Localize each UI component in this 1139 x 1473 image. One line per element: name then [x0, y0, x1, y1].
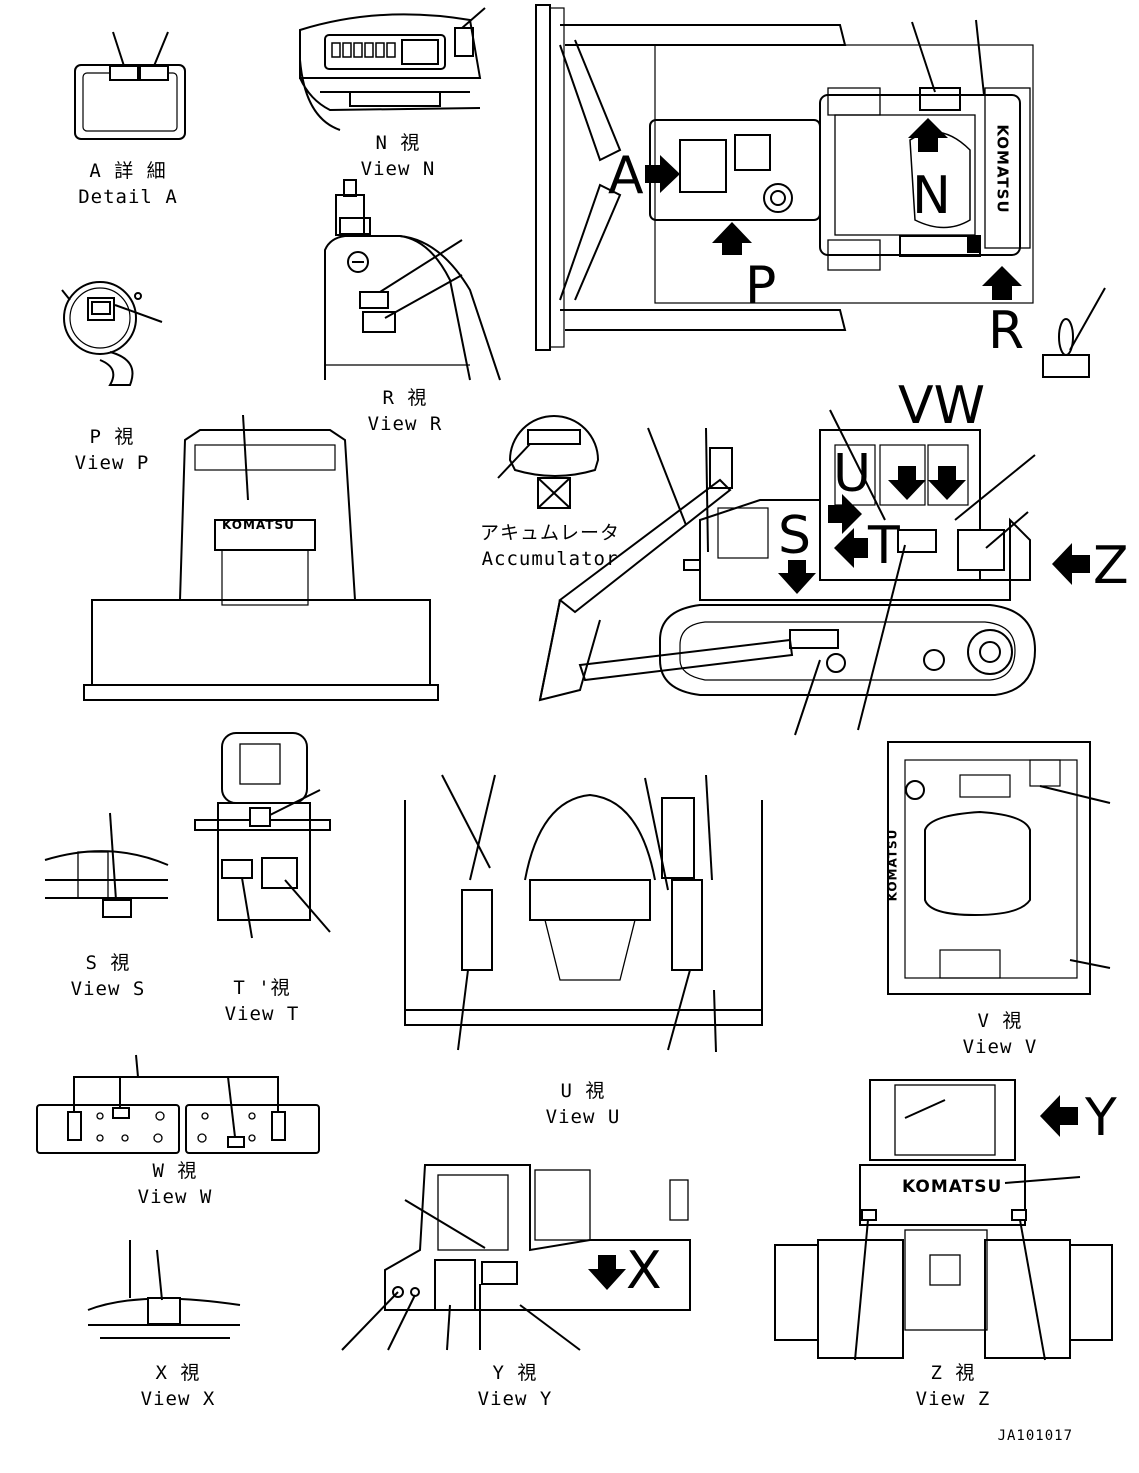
view-w-drawing — [36, 1054, 320, 1154]
view-r-drawing — [324, 179, 501, 381]
brand-plate-rear: KOMATSU — [902, 1177, 1003, 1197]
view-x-drawing — [87, 1240, 241, 1339]
marker-a: A — [608, 146, 644, 206]
marker-y: Y — [1085, 1088, 1117, 1148]
view-t-drawing — [194, 732, 331, 939]
caption-view-p-en: View P — [74, 452, 150, 474]
caption-view-x-en: View X — [140, 1388, 216, 1410]
view-n-drawing — [299, 7, 486, 131]
brand-plate-top: KOMATSU — [993, 124, 1012, 214]
marker-p: P — [745, 256, 777, 316]
arrow-w-icon — [928, 466, 966, 500]
caption-view-v-en: View V — [962, 1036, 1038, 1058]
brand-plate-front: KOMATSU — [222, 518, 295, 532]
arrow-a-icon — [645, 155, 680, 193]
caption-view-p-jp: P 視 — [89, 426, 135, 448]
caption-detail-a-jp: A 詳 細 — [89, 160, 167, 182]
caption-view-u: U 視 View U — [546, 1078, 621, 1130]
caption-view-r-jp: R 視 — [382, 387, 428, 409]
caption-view-s-jp: S 視 — [85, 952, 131, 974]
caption-view-t-jp: T '視 — [233, 977, 291, 999]
caption-view-p: P 視 View P — [75, 424, 150, 476]
caption-view-w-en: View W — [137, 1186, 213, 1208]
marker-t: T — [868, 516, 900, 576]
arrow-icons — [588, 118, 1090, 1290]
caption-view-z: Z 視 View Z — [916, 1360, 991, 1412]
caption-view-n-en: View N — [360, 158, 436, 180]
view-p-drawing — [61, 281, 163, 386]
caption-detail-a-en: Detail A — [78, 186, 178, 208]
caption-view-u-jp: U 視 — [560, 1080, 606, 1102]
caption-view-u-en: View U — [545, 1106, 621, 1128]
arrow-z-icon — [1052, 543, 1090, 585]
caption-accumulator-jp: アキュムレータ — [479, 522, 621, 544]
marker-r: R — [988, 301, 1025, 361]
marker-z: Z — [1093, 536, 1129, 596]
caption-view-y-jp: Y 視 — [492, 1362, 538, 1384]
caption-accumulator-en: Accumulator — [481, 548, 619, 570]
marker-n: N — [912, 166, 951, 226]
caption-view-x: X 視 View X — [141, 1360, 216, 1412]
caption-view-t: T '視 View T — [225, 975, 300, 1027]
caption-view-w-jp: W 視 — [152, 1160, 198, 1182]
caption-detail-a: A 詳 細 Detail A — [78, 158, 178, 210]
caption-view-y: Y 視 View Y — [478, 1360, 553, 1412]
view-v-drawing — [887, 741, 1111, 995]
drawing-reference: JA101017 — [997, 1428, 1073, 1444]
arrow-p-icon — [712, 222, 752, 255]
arrow-u-icon — [828, 494, 862, 534]
caption-view-z-jp: Z 視 — [930, 1362, 976, 1384]
marker-vw: VW — [898, 376, 985, 436]
arrow-n-icon — [908, 118, 948, 152]
caption-accumulator: アキュムレータ Accumulator — [480, 520, 620, 572]
view-s-drawing — [44, 812, 169, 918]
caption-view-r-en: View R — [367, 413, 443, 435]
arrow-y-icon — [1040, 1095, 1078, 1137]
arrow-s-icon — [778, 560, 816, 594]
front-view-drawing — [83, 414, 439, 701]
view-y-drawing — [341, 1164, 691, 1351]
detail-a-drawing — [74, 31, 186, 140]
caption-view-s: S 視 View S — [71, 950, 146, 1002]
caption-view-y-en: View Y — [477, 1388, 553, 1410]
caption-view-n: N 視 View N — [361, 130, 436, 182]
caption-view-v: V 視 View V — [963, 1008, 1038, 1060]
caption-view-t-en: View T — [224, 1003, 300, 1025]
caption-view-x-jp: X 視 — [155, 1362, 201, 1384]
marker-s: S — [778, 506, 812, 566]
view-u-drawing — [404, 774, 763, 1053]
caption-view-s-en: View S — [70, 978, 146, 1000]
arrow-t-icon — [834, 528, 868, 568]
accumulator-drawing — [497, 415, 600, 509]
marker-x: X — [626, 1241, 662, 1301]
caption-view-v-jp: V 視 — [977, 1010, 1023, 1032]
caption-view-z-en: View Z — [915, 1388, 991, 1410]
caption-view-n-jp: N 視 — [375, 132, 421, 154]
label-tag-drawing — [1042, 287, 1106, 378]
arrow-x-icon — [588, 1255, 626, 1290]
arrow-r-icon — [982, 266, 1022, 300]
caption-view-w: W 視 View W — [138, 1158, 213, 1210]
caption-view-r: R 視 View R — [368, 385, 443, 437]
view-z-drawing — [774, 1079, 1113, 1361]
marker-u: U — [833, 444, 872, 504]
arrow-v-icon — [888, 466, 926, 500]
brand-plate-view-v: KOMATSU — [885, 828, 900, 902]
side-view-drawing — [538, 409, 1037, 736]
